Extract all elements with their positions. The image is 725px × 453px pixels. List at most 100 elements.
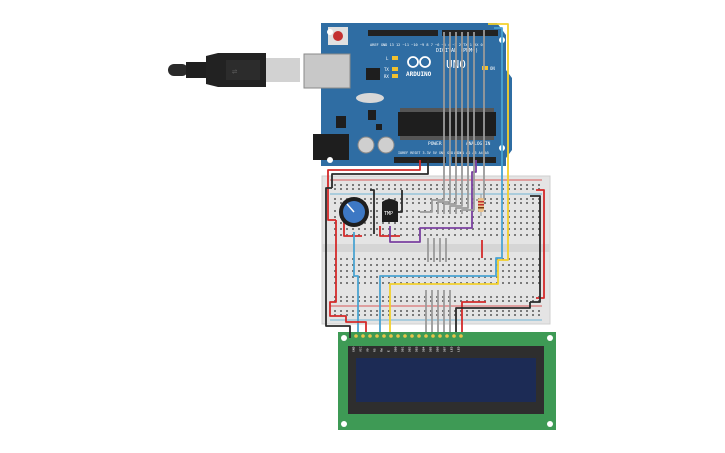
breadboard-hole[interactable] xyxy=(472,210,474,212)
breadboard-hole[interactable] xyxy=(460,310,462,312)
breadboard-hole[interactable] xyxy=(496,222,498,224)
breadboard-hole[interactable] xyxy=(502,282,504,284)
breadboard-hole[interactable] xyxy=(352,188,354,190)
breadboard-hole[interactable] xyxy=(400,264,402,266)
breadboard-hole[interactable] xyxy=(454,300,456,302)
breadboard-hole[interactable] xyxy=(436,198,438,200)
breadboard-hole[interactable] xyxy=(340,198,342,200)
breadboard-hole[interactable] xyxy=(496,202,498,204)
breadboard-hole[interactable] xyxy=(358,314,360,316)
breadboard-hole[interactable] xyxy=(388,234,390,236)
breadboard-hole[interactable] xyxy=(538,310,540,312)
breadboard-hole[interactable] xyxy=(388,310,390,312)
breadboard-hole[interactable] xyxy=(532,216,534,218)
breadboard-hole[interactable] xyxy=(454,310,456,312)
breadboard-hole[interactable] xyxy=(466,210,468,212)
breadboard-hole[interactable] xyxy=(430,300,432,302)
lcd-pin[interactable] xyxy=(452,334,456,338)
breadboard-hole[interactable] xyxy=(484,258,486,260)
breadboard-hole[interactable] xyxy=(472,258,474,260)
breadboard-hole[interactable] xyxy=(376,314,378,316)
breadboard-hole[interactable] xyxy=(520,258,522,260)
breadboard-hole[interactable] xyxy=(436,296,438,298)
breadboard-hole[interactable] xyxy=(370,188,372,190)
breadboard-hole[interactable] xyxy=(472,300,474,302)
breadboard-hole[interactable] xyxy=(508,264,510,266)
breadboard-hole[interactable] xyxy=(508,310,510,312)
breadboard-hole[interactable] xyxy=(370,282,372,284)
breadboard-hole[interactable] xyxy=(436,216,438,218)
breadboard-hole[interactable] xyxy=(442,258,444,260)
breadboard-hole[interactable] xyxy=(430,314,432,316)
lcd-pin[interactable] xyxy=(382,334,386,338)
breadboard-hole[interactable] xyxy=(490,234,492,236)
breadboard-hole[interactable] xyxy=(490,282,492,284)
breadboard-hole[interactable] xyxy=(424,188,426,190)
breadboard-hole[interactable] xyxy=(358,264,360,266)
breadboard-hole[interactable] xyxy=(436,270,438,272)
breadboard-hole[interactable] xyxy=(436,310,438,312)
breadboard-hole[interactable] xyxy=(454,228,456,230)
breadboard-hole[interactable] xyxy=(340,188,342,190)
lcd-pin[interactable] xyxy=(368,334,372,338)
breadboard-hole[interactable] xyxy=(514,228,516,230)
breadboard-hole[interactable] xyxy=(502,300,504,302)
breadboard-hole[interactable] xyxy=(376,270,378,272)
breadboard-hole[interactable] xyxy=(376,228,378,230)
breadboard-hole[interactable] xyxy=(508,300,510,302)
lcd-pin[interactable] xyxy=(361,334,365,338)
breadboard-hole[interactable] xyxy=(346,258,348,260)
breadboard-hole[interactable] xyxy=(532,314,534,316)
breadboard-hole[interactable] xyxy=(442,314,444,316)
lcd-pin[interactable] xyxy=(410,334,414,338)
breadboard-hole[interactable] xyxy=(490,264,492,266)
breadboard-hole[interactable] xyxy=(406,270,408,272)
breadboard-hole[interactable] xyxy=(370,276,372,278)
breadboard-hole[interactable] xyxy=(538,222,540,224)
breadboard-hole[interactable] xyxy=(508,282,510,284)
breadboard-hole[interactable] xyxy=(514,216,516,218)
breadboard-hole[interactable] xyxy=(466,264,468,266)
breadboard-hole[interactable] xyxy=(454,184,456,186)
breadboard-hole[interactable] xyxy=(394,198,396,200)
breadboard-hole[interactable] xyxy=(526,228,528,230)
breadboard-hole[interactable] xyxy=(436,276,438,278)
breadboard-hole[interactable] xyxy=(448,234,450,236)
breadboard-hole[interactable] xyxy=(472,202,474,204)
breadboard-hole[interactable] xyxy=(460,258,462,260)
potentiometer[interactable] xyxy=(339,197,369,227)
breadboard-hole[interactable] xyxy=(370,198,372,200)
breadboard-hole[interactable] xyxy=(496,314,498,316)
lcd-pin[interactable] xyxy=(354,334,358,338)
reset-button-cap[interactable] xyxy=(333,31,343,41)
breadboard-hole[interactable] xyxy=(478,270,480,272)
breadboard-hole[interactable] xyxy=(502,234,504,236)
breadboard-hole[interactable] xyxy=(520,202,522,204)
breadboard-hole[interactable] xyxy=(490,276,492,278)
breadboard-hole[interactable] xyxy=(334,310,336,312)
breadboard-hole[interactable] xyxy=(406,300,408,302)
breadboard-hole[interactable] xyxy=(424,210,426,212)
breadboard-hole[interactable] xyxy=(538,216,540,218)
breadboard-hole[interactable] xyxy=(496,282,498,284)
breadboard-hole[interactable] xyxy=(394,184,396,186)
breadboard-hole[interactable] xyxy=(394,282,396,284)
breadboard-hole[interactable] xyxy=(538,258,540,260)
breadboard-hole[interactable] xyxy=(448,216,450,218)
breadboard-hole[interactable] xyxy=(538,184,540,186)
breadboard-hole[interactable] xyxy=(412,234,414,236)
breadboard-hole[interactable] xyxy=(520,282,522,284)
breadboard-hole[interactable] xyxy=(376,300,378,302)
breadboard-hole[interactable] xyxy=(346,270,348,272)
breadboard-hole[interactable] xyxy=(478,188,480,190)
breadboard-hole[interactable] xyxy=(424,216,426,218)
wire-pin11-blue[interactable] xyxy=(379,27,503,332)
breadboard-hole[interactable] xyxy=(364,270,366,272)
breadboard-hole[interactable] xyxy=(496,234,498,236)
breadboard-hole[interactable] xyxy=(430,228,432,230)
wire-black-rail-right[interactable] xyxy=(530,195,541,303)
breadboard-hole[interactable] xyxy=(430,188,432,190)
breadboard-hole[interactable] xyxy=(508,198,510,200)
